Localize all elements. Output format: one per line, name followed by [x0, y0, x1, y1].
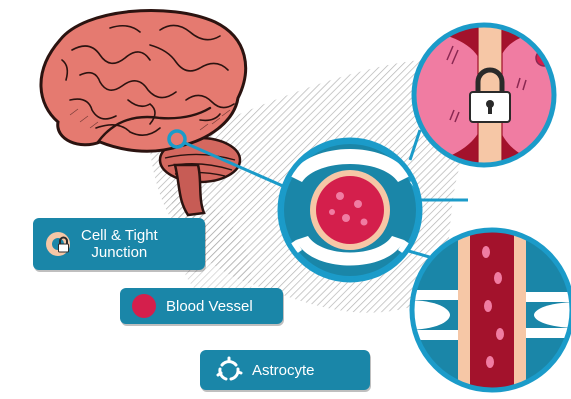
legend-cell-label: Cell & Tight Junction	[81, 227, 158, 261]
cell-lock-icon	[43, 229, 73, 259]
legend-astrocyte: Astrocyte	[200, 350, 370, 390]
legend-astro-label: Astrocyte	[252, 362, 315, 379]
red-dot-icon	[130, 292, 158, 320]
legend-vessel-label: Blood Vessel	[166, 298, 253, 315]
legend-cell-line-1: Cell & Tight	[81, 227, 158, 244]
legend-cell-tight-junction: Cell & Tight Junction	[33, 218, 205, 270]
astrocyte-icon	[214, 355, 244, 385]
legend-blood-vessel: Blood Vessel	[120, 288, 283, 324]
legend-cell-line-2: Junction	[81, 244, 158, 261]
